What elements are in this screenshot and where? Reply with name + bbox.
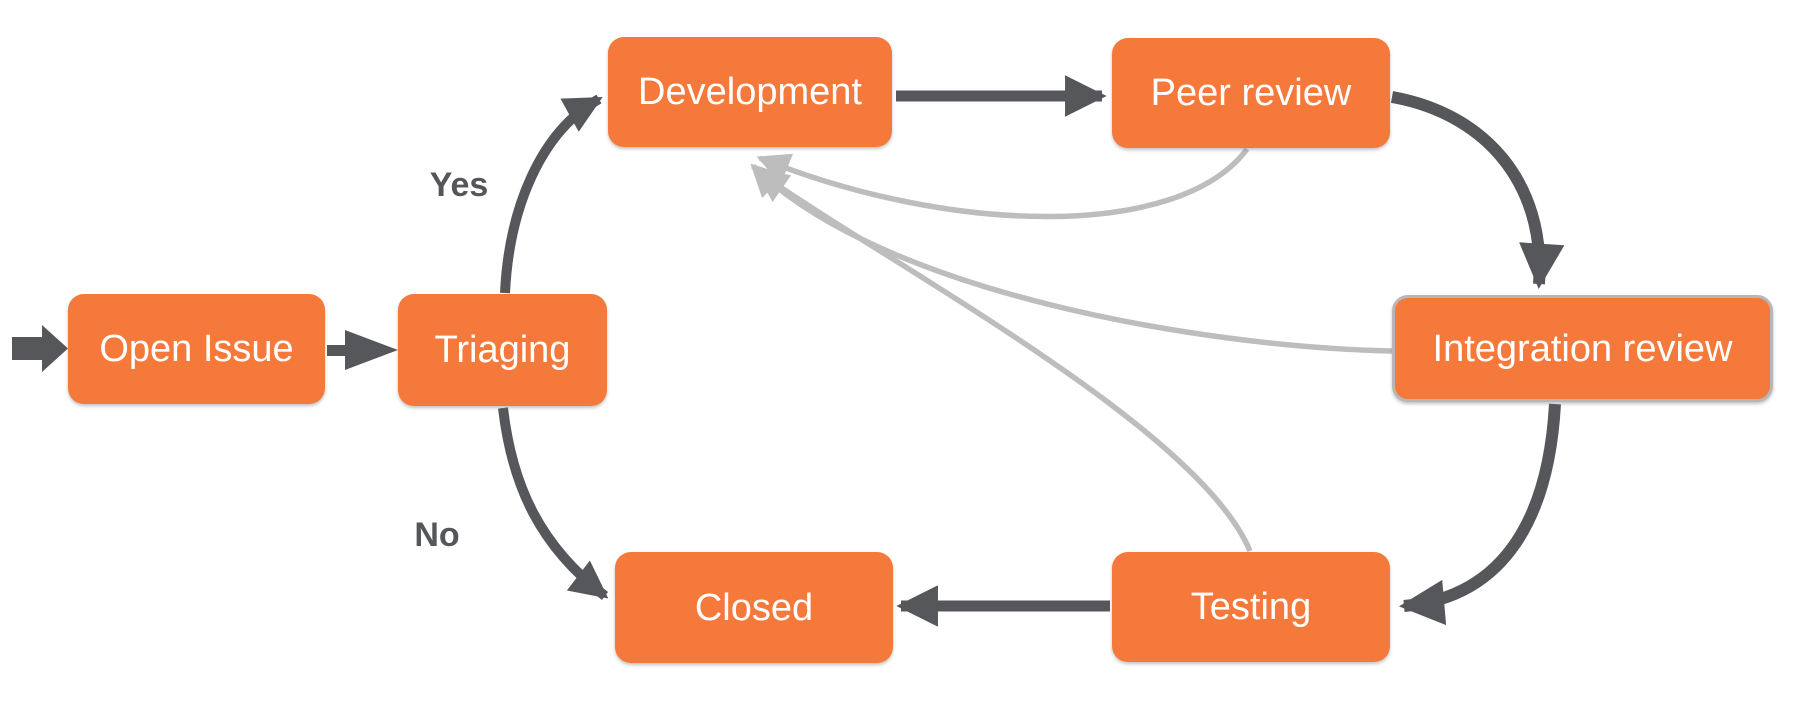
- node-open-issue: Open Issue: [68, 294, 325, 404]
- edge-label-yes: Yes: [429, 166, 489, 204]
- edge-peer-review-to-development: [756, 147, 1250, 220]
- node-peer-review: Peer review: [1112, 38, 1390, 148]
- edge-peer-review-to-integration-review: [1390, 91, 1565, 290]
- node-triaging: Triaging: [398, 294, 607, 406]
- edge-label-no: No: [414, 516, 460, 554]
- edge-open-issue-to-triaging: [327, 330, 398, 370]
- node-closed: Closed: [615, 552, 893, 663]
- edge-triaging-to-closed-no: [498, 407, 609, 600]
- edge-integration-review-to-testing: [1398, 403, 1561, 626]
- edge-integration-review-to-development: [750, 163, 1393, 354]
- edge-triaging-to-development-yes: [500, 94, 603, 294]
- node-integration-review: Integration review: [1392, 295, 1773, 402]
- node-development: Development: [608, 37, 892, 147]
- node-testing: Testing: [1112, 552, 1390, 662]
- edge-testing-to-development: [755, 169, 1253, 553]
- edge-entry-to-open-issue: [12, 325, 68, 372]
